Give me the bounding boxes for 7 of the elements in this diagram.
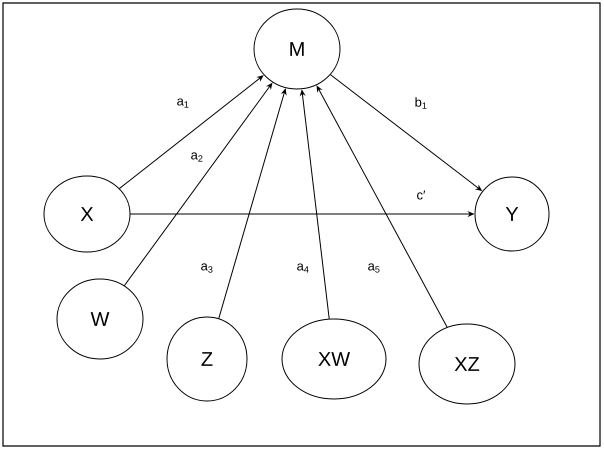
edge-label: c′: [416, 189, 426, 201]
edge-label: a$_{4}$: [296, 262, 310, 274]
edge-label: a$_{1}$: [176, 97, 190, 109]
edge-label: a$_{2}$: [190, 151, 204, 163]
edge-label: a$_{5}$: [366, 262, 382, 274]
edge-label: b$_{1}$: [414, 96, 428, 110]
edge-label: a$_{3}$: [200, 262, 214, 274]
